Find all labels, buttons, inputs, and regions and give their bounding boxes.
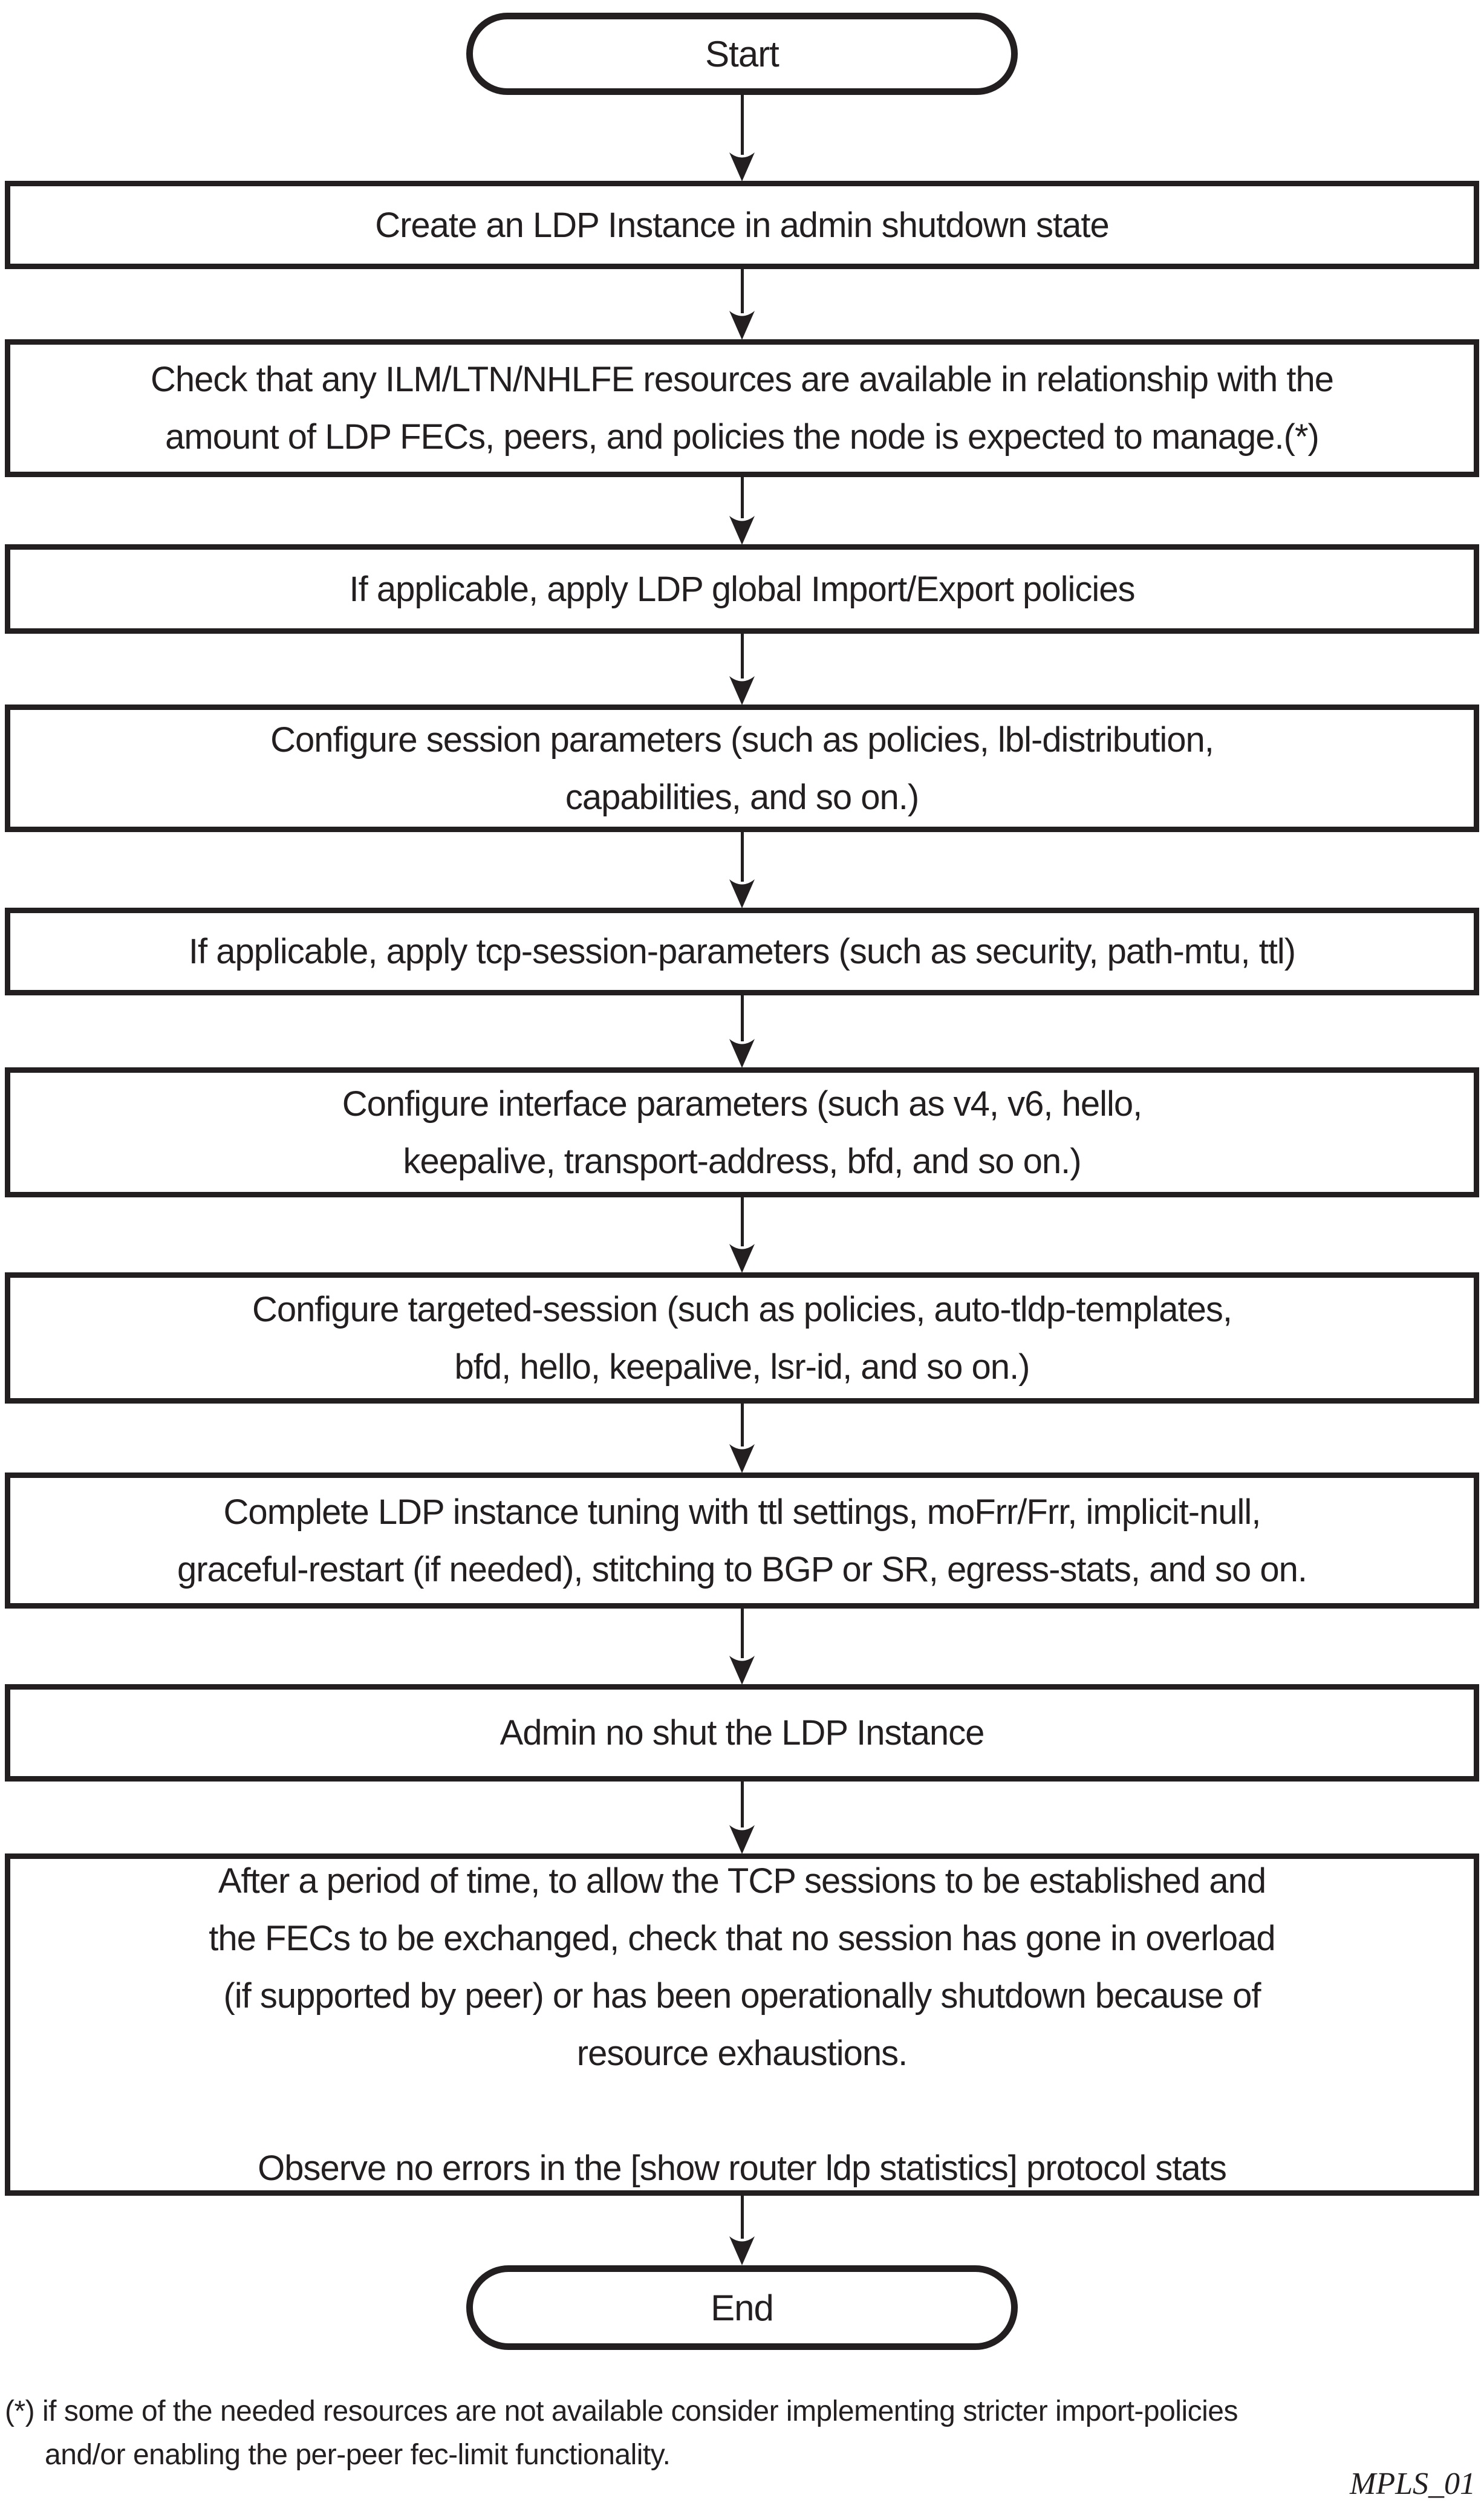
arrow-head-icon <box>729 152 755 181</box>
step-text-line: capabilities, and so on.) <box>565 777 919 817</box>
arrow-shaft <box>740 832 744 882</box>
down-arrow <box>729 1782 755 1854</box>
step-text-line: Check that any ILM/LTN/NHLFE resources a… <box>150 360 1334 399</box>
arrow-head-icon <box>729 1656 755 1685</box>
step-text-line: After a period of time, to allow the TCP… <box>218 1861 1266 1901</box>
step-text-line: If applicable, apply LDP global Import/E… <box>349 569 1135 609</box>
arrow-head-icon <box>729 879 755 908</box>
arrow-shaft <box>740 1782 744 1827</box>
process-box-instance-tuning: Complete LDP instance tuning with ttl se… <box>5 1473 1479 1609</box>
down-arrow <box>729 995 755 1068</box>
arrow-shaft <box>740 269 744 313</box>
step-text-line: Complete LDP instance tuning with ttl se… <box>223 1492 1261 1532</box>
step-text-line: Configure interface parameters (such as … <box>342 1084 1143 1124</box>
arrow-shaft <box>740 995 744 1041</box>
arrow-shaft <box>740 94 744 155</box>
step-text-line: keepalive, transport-address, bfd, and s… <box>403 1141 1081 1181</box>
footnote: (*) if some of the needed resources are … <box>5 2390 1479 2477</box>
arrow-head-icon <box>729 311 755 340</box>
step-text-line: Create an LDP Instance in admin shutdown… <box>375 205 1110 245</box>
down-arrow <box>729 634 755 705</box>
process-box-session-parameters: Configure session parameters (such as po… <box>5 705 1479 832</box>
arrow-shaft <box>740 634 744 679</box>
arrow-head-icon <box>729 676 755 705</box>
step-text-line: Admin no shut the LDP Instance <box>500 1713 985 1752</box>
arrow-head-icon <box>729 516 755 545</box>
down-arrow <box>729 1197 755 1273</box>
arrow-head-icon <box>729 2236 755 2265</box>
start-label: Start <box>705 33 779 74</box>
step-text-line: the FECs to be exchanged, check that no … <box>209 1919 1275 1958</box>
step-text-line: Configure session parameters (such as po… <box>270 720 1214 760</box>
down-arrow <box>729 832 755 908</box>
arrow-head-icon <box>729 1825 755 1854</box>
step-text-line: amount of LDP FECs, peers, and policies … <box>165 417 1320 457</box>
process-box-check-resources: Check that any ILM/LTN/NHLFE resources a… <box>5 339 1479 477</box>
footnote-line: and/or enabling the per-peer fec-limit f… <box>45 2439 671 2471</box>
process-box-tcp-session-parameters: If applicable, apply tcp-session-paramet… <box>5 908 1479 995</box>
down-arrow <box>729 94 755 181</box>
down-arrow <box>729 269 755 340</box>
arrow-shaft <box>740 1404 744 1446</box>
step-text-line: (if supported by peer) or has been opera… <box>223 1976 1261 2016</box>
arrow-head-icon <box>729 1444 755 1473</box>
process-box-admin-no-shut: Admin no shut the LDP Instance <box>5 1684 1479 1782</box>
down-arrow <box>729 2196 755 2265</box>
process-box-targeted-session: Configure targeted-session (such as poli… <box>5 1272 1479 1404</box>
step-text-line: graceful-restart (if needed), stitching … <box>177 1549 1307 1589</box>
process-box-import-export-policies: If applicable, apply LDP global Import/E… <box>5 544 1479 634</box>
step-text-line: resource exhaustions. <box>576 2034 908 2073</box>
step-text-line: bfd, hello, keepalive, lsr-id, and so on… <box>454 1347 1030 1387</box>
down-arrow <box>729 1609 755 1685</box>
start-terminator: Start <box>466 13 1018 95</box>
process-box-verify-sessions: After a period of time, to allow the TCP… <box>5 1853 1479 2196</box>
down-arrow <box>729 1404 755 1473</box>
arrow-shaft <box>740 2196 744 2239</box>
step-text-line: Configure targeted-session (such as poli… <box>252 1289 1232 1329</box>
end-label: End <box>711 2287 774 2328</box>
step-text-line: Observe no errors in the [show router ld… <box>258 2149 1227 2188</box>
arrow-head-icon <box>729 1244 755 1273</box>
step-text-line: If applicable, apply tcp-session-paramet… <box>188 932 1296 971</box>
step-text-spacer <box>737 2082 746 2140</box>
arrow-shaft <box>740 1197 744 1246</box>
figure-id-label: MPLS_01 <box>1350 2467 1476 2501</box>
arrow-head-icon <box>729 1039 755 1068</box>
footnote-line: (*) if some of the needed resources are … <box>5 2395 1238 2427</box>
process-box-interface-parameters: Configure interface parameters (such as … <box>5 1067 1479 1197</box>
arrow-shaft <box>740 477 744 518</box>
arrow-shaft <box>740 1609 744 1658</box>
down-arrow <box>729 477 755 545</box>
process-box-create-ldp: Create an LDP Instance in admin shutdown… <box>5 181 1479 269</box>
end-terminator: End <box>466 2265 1018 2350</box>
